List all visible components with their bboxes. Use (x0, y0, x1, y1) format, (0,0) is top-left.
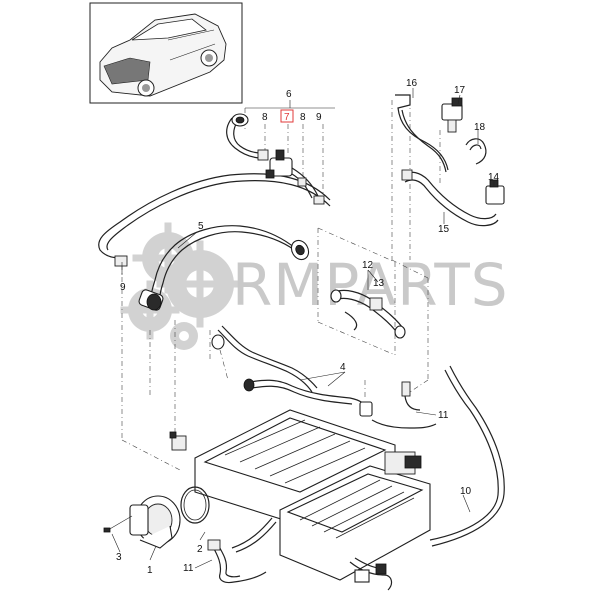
vent-hose-group (226, 113, 325, 205)
guide-lines (121, 100, 441, 471)
callout-5: 5 (198, 221, 204, 232)
throttle-body (103, 486, 210, 549)
callout-8-left: 8 (262, 112, 268, 123)
callout-15: 15 (438, 224, 450, 235)
small-hose-kit (330, 289, 406, 339)
vehicle-inset (89, 2, 243, 104)
callout-3: 3 (116, 552, 122, 563)
lower-hose-assembly (207, 419, 437, 591)
callout-13: 13 (373, 278, 385, 289)
callout-9-right: 9 (316, 112, 322, 123)
callout-4: 4 (340, 362, 346, 373)
right-hose-group (395, 94, 505, 227)
intake-manifold (169, 409, 431, 581)
callout-18: 18 (474, 122, 486, 133)
callout-8-right: 8 (300, 112, 306, 123)
callout-6: 6 (286, 89, 292, 100)
callout-1: 1 (147, 565, 153, 576)
callout-11-bottom: 11 (183, 563, 194, 574)
vehicle-thumbnail-icon (99, 13, 227, 97)
callout-7: 7 (284, 112, 290, 123)
callout-16: 16 (406, 78, 418, 89)
callout-12: 12 (362, 260, 374, 271)
long-hose-assembly (98, 173, 331, 311)
mid-hose-assembly (211, 325, 421, 417)
callout-2: 2 (197, 544, 203, 555)
callout-17: 17 (454, 85, 466, 96)
callout-14: 14 (488, 172, 500, 183)
callout-11-right: 11 (438, 410, 449, 421)
leader-lines (111, 88, 495, 569)
callout-7-highlight (280, 109, 294, 123)
callout-labels: 1 2 3 4 5 6 7 8 8 9 9 10 11 11 12 13 14 … (116, 78, 500, 576)
callout-9-left: 9 (120, 282, 126, 293)
callout-10: 10 (460, 486, 472, 497)
long-right-hose (429, 365, 505, 547)
